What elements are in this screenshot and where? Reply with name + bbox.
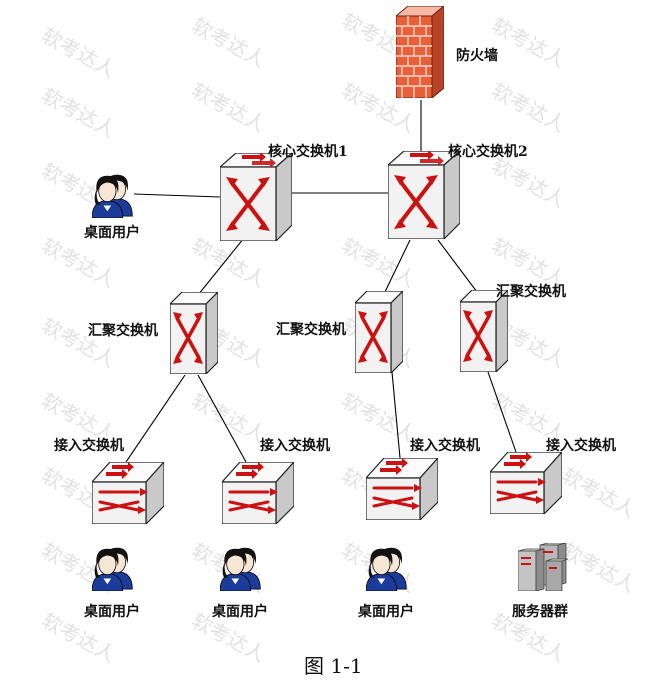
watermark-text: 软考达人 [338,233,420,292]
watermark-text: 软考达人 [558,463,640,522]
figure-caption: 图 1-1 [304,654,363,678]
firewall-icon [396,6,444,98]
watermark-text: 软考达人 [38,233,120,292]
label-desktop-users-1: 桌面用户 [84,603,140,620]
watermark-text: 软考达人 [38,83,120,142]
label-firewall: 防火墙 [456,47,498,64]
link-core1-agg1 [197,237,245,296]
watermark-text: 软考达人 [488,153,570,212]
watermark-text: 软考达人 [488,78,570,137]
core-switch-2-icon [388,151,460,239]
label-aggregation-switch-2: 汇聚交换机 [276,321,346,338]
server-group-icon [518,543,568,591]
watermark-text: 软考达人 [188,78,270,137]
label-aggregation-switch-3: 汇聚交换机 [496,283,566,300]
watermark-text: 软考达人 [188,233,270,292]
link-user-core1 [133,193,221,198]
link-agg2-access3 [391,371,401,459]
label-aggregation-switch-1: 汇聚交换机 [88,322,158,339]
aggregation-switch-1-icon [170,292,218,374]
watermark-text: 软考达人 [558,538,640,597]
watermark-text: 软考达人 [38,23,120,82]
label-core-switch-1: 核心交换机1 [268,143,348,160]
label-access-switch-1: 接入交换机 [54,437,124,454]
label-desktop-users-3: 桌面用户 [358,603,414,620]
link-agg3-access4 [487,371,517,453]
access-switch-4-icon [490,452,562,514]
watermark-text: 软考达人 [488,13,570,72]
watermark-text: 软考达人 [188,388,270,447]
label-access-switch-4: 接入交换机 [546,437,616,454]
watermark-text: 软考达人 [338,388,420,447]
label-desktop-users-core: 桌面用户 [84,224,140,241]
links [125,100,517,463]
link-core2-agg2 [383,239,411,295]
link-agg1-access2 [197,374,247,463]
core-switch-1-icon [220,153,292,241]
access-switch-2-icon [222,462,294,524]
aggregation-switch-2-icon [355,291,403,373]
label-core-switch-2: 核心交换机2 [448,143,528,160]
access-switch-3-icon [366,458,438,520]
aggregation-switch-3-icon [460,290,508,372]
label-desktop-users-2: 桌面用户 [212,603,268,620]
label-access-switch-3: 接入交换机 [410,437,480,454]
watermark-text: 软考达人 [188,13,270,72]
access-switch-1-icon [92,462,164,524]
label-access-switch-2: 接入交换机 [260,437,330,454]
label-server-group: 服务器群 [512,603,568,620]
link-agg1-access1 [125,374,186,463]
link-core2-agg3 [437,239,481,297]
